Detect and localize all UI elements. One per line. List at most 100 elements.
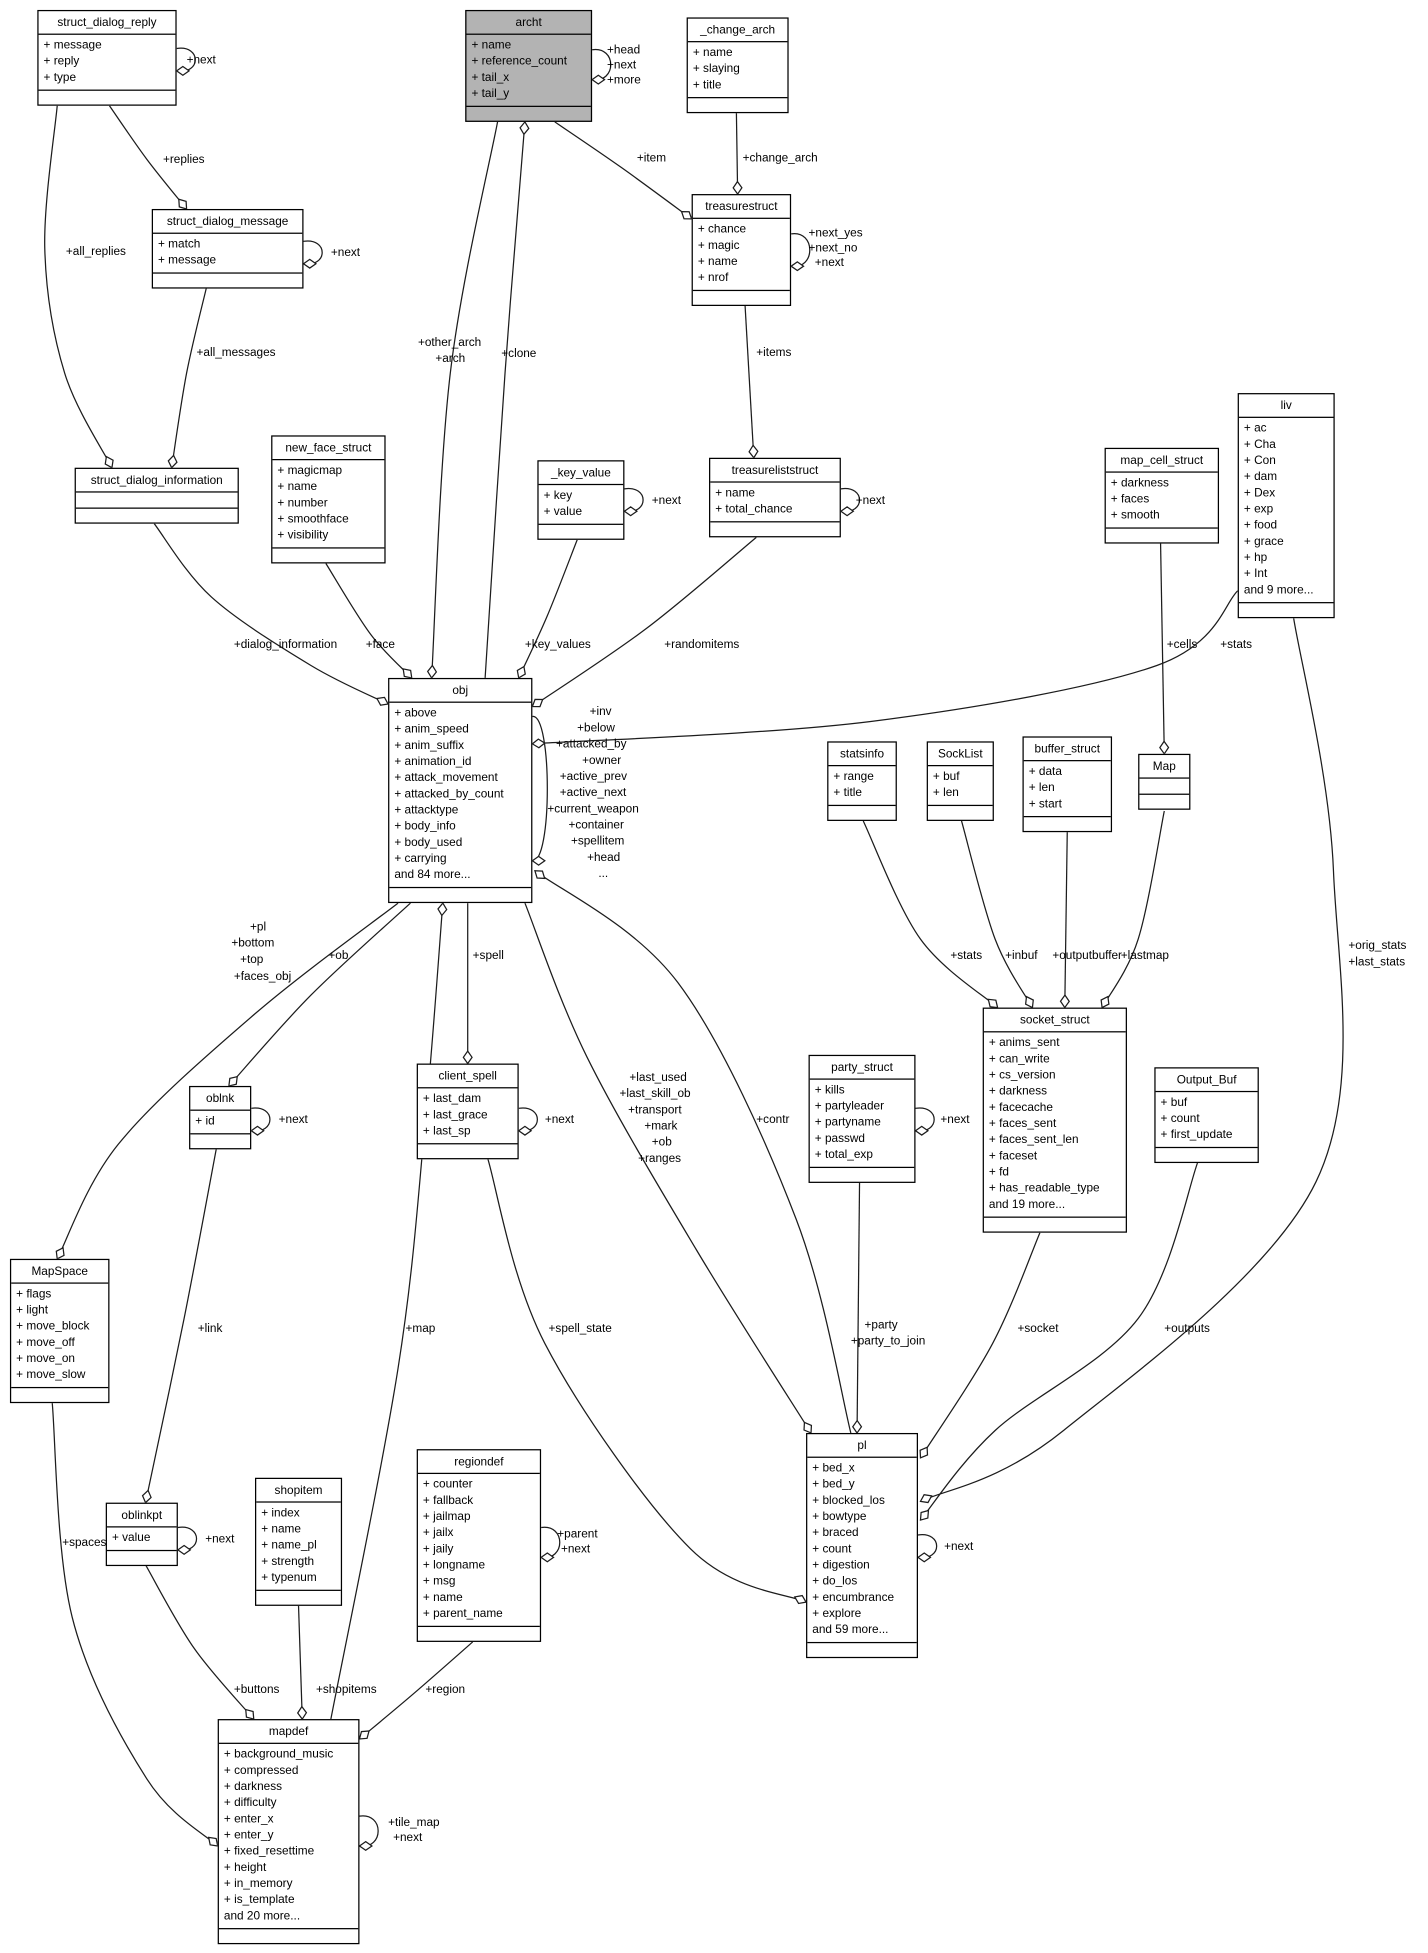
class-attribute: + visibility <box>277 528 329 543</box>
edge-clone <box>484 121 526 678</box>
class-oblinkpt[interactable]: oblinkpt+ value <box>105 1502 178 1567</box>
class-pl[interactable]: pl+ bed_x+ bed_y+ blocked_los+ bowtype+ … <box>806 1432 918 1659</box>
class-methods-empty <box>538 523 624 539</box>
class-Output_Buf[interactable]: Output_Buf+ buf+ count+ first_update <box>1154 1067 1259 1164</box>
class-attribute: + first_update <box>1160 1128 1233 1142</box>
aggregation-diamond-icon <box>919 1494 933 1504</box>
edge-dialog_information <box>153 523 389 705</box>
class-attributes: + range+ title <box>828 766 895 805</box>
class-title: regiondef <box>417 1450 540 1475</box>
class-title: Output_Buf <box>1155 1069 1258 1093</box>
aggregation-diamond-icon <box>803 1421 813 1434</box>
edge-label: +next <box>561 1541 591 1555</box>
class-attribute: and 59 more... <box>812 1623 889 1637</box>
class-attributes: + flags+ light+ move_block+ move_off+ mo… <box>11 1284 108 1387</box>
class-Map[interactable]: Map <box>1138 753 1191 810</box>
class-mapdef[interactable]: mapdef+ background_music+ compressed+ da… <box>217 1719 360 1945</box>
class-methods-empty <box>106 1549 177 1565</box>
class-title: buffer_struct <box>1023 738 1111 762</box>
edge-label: +shopitems <box>316 1682 377 1696</box>
self-loop-obj_refs <box>532 715 548 862</box>
class-title: _key_value <box>538 461 624 486</box>
edge-mapspace_objects <box>56 902 399 1260</box>
class-struct_dialog_reply[interactable]: struct_dialog_reply+ message+ reply+ typ… <box>37 9 177 106</box>
class-attribute: + faces <box>1110 492 1150 507</box>
class-attribute: + name <box>261 1522 301 1537</box>
class-attribute: + kills <box>814 1083 845 1098</box>
class-treasureliststruct[interactable]: treasureliststruct+ name+ total_chance <box>709 457 841 538</box>
edge-link <box>144 1148 218 1503</box>
edge-label: +spell_state <box>549 1321 613 1335</box>
edge-label: +arch <box>435 351 465 365</box>
class-attribute: + exp <box>1243 502 1274 517</box>
edge-label: +contr <box>756 1112 789 1126</box>
aggregation-diamond-icon <box>680 210 693 220</box>
class-attribute: + difficulty <box>223 1796 277 1810</box>
class-_change_arch[interactable]: _change_arch+ name+ slaying+ title <box>686 17 789 114</box>
class-regiondef[interactable]: regiondef+ counter+ fallback+ jailmap+ j… <box>416 1449 542 1642</box>
class-treasurestruct[interactable]: treasurestruct+ chance+ magic+ name+ nro… <box>691 194 792 306</box>
class-struct_dialog_information[interactable]: struct_dialog_information <box>74 467 239 524</box>
class-new_face_struct[interactable]: new_face_struct+ magicmap+ name+ number+… <box>271 435 386 564</box>
class-attribute: + smooth <box>1110 508 1160 523</box>
class-attribute: + slaying <box>692 62 740 76</box>
class-attribute: + faceset <box>988 1149 1038 1164</box>
edge-cells <box>1159 542 1165 754</box>
edge-other_arch_arch <box>431 121 499 678</box>
edge-label: +last_skill_ob <box>619 1086 691 1100</box>
class-socket_struct[interactable]: socket_struct+ anims_sent+ can_write+ cs… <box>982 1007 1127 1233</box>
class-attribute: + key <box>543 488 573 503</box>
class-oblnk[interactable]: oblnk+ id <box>189 1085 252 1150</box>
class-attribute: and 20 more... <box>223 1909 301 1924</box>
class-attribute: + fixed_resettime <box>223 1844 315 1859</box>
edge-label: +all_replies <box>66 244 126 258</box>
class-attribute: + bed_y <box>812 1477 855 1492</box>
class-title: Map <box>1139 755 1190 779</box>
class-attribute: + name <box>715 486 755 501</box>
edge-replies <box>108 105 188 210</box>
class-title: archt <box>466 11 591 35</box>
class-attributes <box>1139 779 1189 794</box>
class-client_spell[interactable]: client_spell+ last_dam+ last_grace+ last… <box>416 1063 519 1160</box>
class-archt[interactable]: archt+ name+ reference_count+ tail_x+ ta… <box>465 9 593 122</box>
aggregation-diamond-icon <box>534 870 546 880</box>
class-SockList[interactable]: SockList+ buf+ len <box>926 741 994 821</box>
class-attributes: + match+ message <box>153 234 302 273</box>
class-attribute: + jailx <box>422 1526 454 1540</box>
edge-label: +all_messages <box>197 345 276 359</box>
edge-pl_object_fields <box>524 902 812 1434</box>
class-map_cell_struct[interactable]: map_cell_struct+ darkness+ faces+ smooth <box>1104 447 1220 544</box>
class-title: struct_dialog_message <box>152 210 303 234</box>
class-attribute: + magic <box>697 238 740 253</box>
class-attributes: + above+ anim_speed+ anim_suffix+ animat… <box>389 703 531 887</box>
class-attribute: + chance <box>697 222 747 237</box>
class-methods-empty <box>417 1143 518 1158</box>
class-attribute: + Int <box>1243 567 1268 581</box>
class-MapSpace[interactable]: MapSpace+ flags+ light+ move_block+ move… <box>9 1258 110 1404</box>
class-title: shopitem <box>256 1479 341 1503</box>
aggregation-diamond-icon <box>296 1705 308 1721</box>
edge-label: +stats <box>950 948 982 962</box>
class-attribute: + type <box>43 70 77 85</box>
edge-label: +other_arch <box>418 335 481 349</box>
class-shopitem[interactable]: shopitem+ index+ name+ name_pl+ strength… <box>254 1477 343 1606</box>
class-obj[interactable]: obj+ above+ anim_speed+ anim_suffix+ ani… <box>388 677 533 904</box>
class-methods-empty <box>75 507 238 523</box>
class-struct_dialog_message[interactable]: struct_dialog_message+ match+ message <box>151 208 304 289</box>
edge-label: +active_next <box>560 785 627 799</box>
class-_key_value[interactable]: _key_value+ key+ value <box>537 460 625 540</box>
class-buffer_struct[interactable]: buffer_struct+ data+ len+ start <box>1022 736 1113 833</box>
aggregation-diamond-icon <box>914 1125 930 1136</box>
class-statsinfo[interactable]: statsinfo+ range+ title <box>827 741 897 821</box>
edge-contr <box>534 870 852 1434</box>
edge-label: +owner <box>582 753 621 767</box>
class-methods-empty <box>983 1216 1126 1232</box>
class-liv[interactable]: liv+ ac+ Cha+ Con+ dam+ Dex+ exp+ food+ … <box>1237 393 1335 619</box>
class-attribute: + dam <box>1243 470 1278 484</box>
edge-label: +top <box>240 952 264 966</box>
class-attribute: + attack_movement <box>394 771 498 785</box>
class-methods-empty <box>218 1928 359 1943</box>
class-party_struct[interactable]: party_struct+ kills+ partyleader+ partyn… <box>808 1054 916 1183</box>
